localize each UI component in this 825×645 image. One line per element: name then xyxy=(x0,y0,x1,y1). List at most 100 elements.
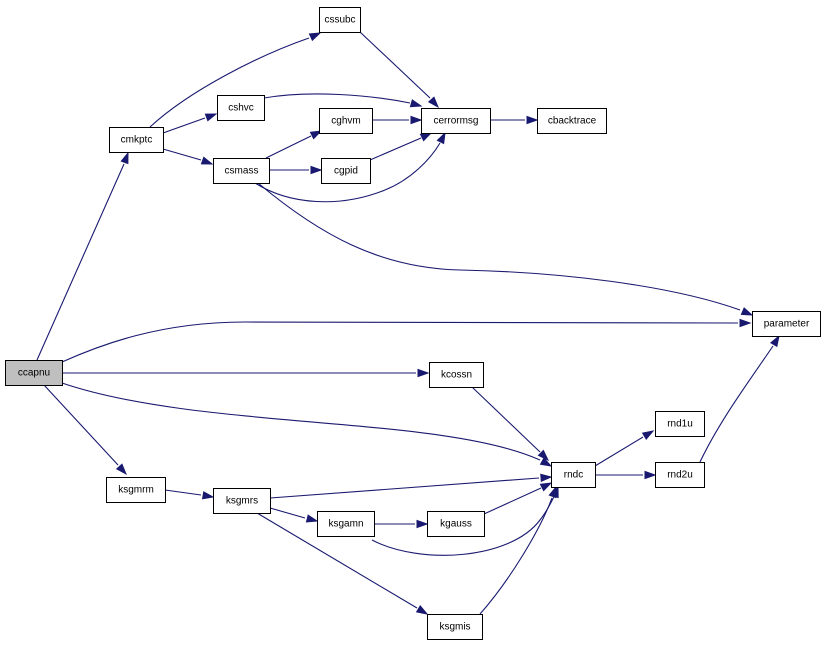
node-box[interactable] xyxy=(213,488,271,514)
node-kgauss[interactable]: kgauss xyxy=(427,511,485,537)
node-box[interactable] xyxy=(427,614,483,640)
node-box[interactable] xyxy=(317,511,375,537)
node-box[interactable] xyxy=(421,108,491,134)
node-ksgamn[interactable]: ksgamn xyxy=(317,511,375,537)
edge-line xyxy=(369,137,422,161)
node-label: rnd1u xyxy=(667,419,693,430)
edge-line xyxy=(164,489,202,496)
node-cgpid[interactable]: cgpid xyxy=(321,158,371,184)
node-label: ksgmis xyxy=(439,622,470,633)
edge-line xyxy=(269,507,306,519)
arrowhead xyxy=(417,368,430,378)
edge-cmkptc-to-csmass xyxy=(162,148,214,165)
node-ksgmrm[interactable]: ksgmrm xyxy=(106,477,166,503)
edge-cghvm-to-cerrormsg xyxy=(372,115,423,125)
edge-ksgmrs-to-ksgmis xyxy=(256,512,429,615)
node-cerrormsg[interactable]: cerrormsg xyxy=(421,108,491,134)
edge-cerrormsg-to-cbacktrace xyxy=(490,115,539,125)
edge-ksgamn-to-kgauss xyxy=(374,519,429,529)
edge-line xyxy=(254,142,441,203)
arrowhead xyxy=(120,151,129,165)
node-parameter[interactable]: parameter xyxy=(752,311,821,337)
edge-line xyxy=(43,384,119,466)
edge-ccapnu-to-kcossn xyxy=(62,368,430,378)
node-label: ksgmrm xyxy=(118,485,154,496)
node-box[interactable] xyxy=(655,462,705,488)
edge-line xyxy=(479,497,553,615)
edge-line xyxy=(162,117,206,134)
edge-kgauss-to-rndc xyxy=(483,482,553,515)
edge-line xyxy=(256,512,418,609)
node-box[interactable] xyxy=(319,7,361,33)
edge-rndc-to-rnd2u xyxy=(595,470,657,480)
node-box[interactable] xyxy=(752,311,821,337)
arrowhead xyxy=(419,132,433,142)
edge-line xyxy=(162,148,202,161)
edge-line xyxy=(594,436,644,467)
node-cbacktrace[interactable]: cbacktrace xyxy=(537,108,607,134)
node-box[interactable] xyxy=(217,95,265,121)
edge-ksgmrs-to-ksgamn xyxy=(269,507,319,523)
edge-cshvc-to-cerrormsg xyxy=(263,93,423,108)
edge-cssubc-to-cerrormsg xyxy=(359,31,440,109)
edge-cgpid-to-cerrormsg xyxy=(369,132,433,161)
node-rnd1u[interactable]: rnd1u xyxy=(655,411,705,437)
arrowhead xyxy=(115,463,128,476)
node-box[interactable] xyxy=(655,411,705,437)
node-cmkptc[interactable]: cmkptc xyxy=(109,127,164,153)
edge-csmass-to-cghvm xyxy=(265,130,323,159)
edge-line xyxy=(149,37,310,128)
node-cshvc[interactable]: cshvc xyxy=(217,95,265,121)
node-box[interactable] xyxy=(109,127,164,153)
node-box[interactable] xyxy=(537,108,607,134)
node-box[interactable] xyxy=(106,477,166,503)
edge-ccapnu-to-cmkptc xyxy=(36,151,129,361)
edges-layer xyxy=(36,31,780,615)
edge-rnd2u-to-parameter xyxy=(699,334,780,463)
node-label: kgauss xyxy=(440,519,472,530)
arrowhead xyxy=(436,131,446,145)
nodes-layer: ccapnu cmkptc cssubc cshvc cghvm cerrormsg cba… xyxy=(5,7,821,640)
edge-csmass-to-cgpid xyxy=(269,165,323,175)
node-csmass[interactable]: csmass xyxy=(213,158,270,184)
arrowhead xyxy=(540,473,553,483)
arrowhead xyxy=(310,165,323,175)
arrowhead xyxy=(416,519,429,529)
edge-line xyxy=(371,494,556,556)
arrowhead xyxy=(539,457,553,467)
node-cghvm[interactable]: cghvm xyxy=(319,108,373,134)
arrowhead xyxy=(739,318,752,328)
edge-csmass-to-parameter xyxy=(257,182,754,316)
edge-rndc-to-rnd1u xyxy=(594,430,655,467)
node-ksgmis[interactable]: ksgmis xyxy=(427,614,483,640)
node-box[interactable] xyxy=(429,362,484,388)
arrowhead xyxy=(309,130,323,140)
node-kcossn[interactable]: kcossn xyxy=(429,362,484,388)
node-label: parameter xyxy=(764,319,810,330)
node-ksgmrs[interactable]: ksgmrs xyxy=(213,488,271,514)
edge-ksgmis-to-rndc xyxy=(479,485,557,615)
node-label: ksgamn xyxy=(328,519,363,530)
node-box[interactable] xyxy=(213,158,270,184)
node-ccapnu[interactable]: ccapnu xyxy=(5,360,63,386)
node-box[interactable] xyxy=(319,108,373,134)
node-cssubc[interactable]: cssubc xyxy=(319,7,361,33)
edge-line xyxy=(263,93,411,104)
node-label: cmkptc xyxy=(121,135,153,146)
arrowhead xyxy=(415,604,429,615)
node-box[interactable] xyxy=(551,462,596,488)
edge-cmkptc-to-cshvc xyxy=(162,113,218,134)
node-box[interactable] xyxy=(5,360,63,386)
arrowhead xyxy=(644,470,657,480)
node-label: rnd2u xyxy=(667,470,693,481)
arrowhead xyxy=(201,491,215,500)
edge-line xyxy=(257,182,741,311)
node-rnd2u[interactable]: rnd2u xyxy=(655,462,705,488)
edge-line xyxy=(699,345,774,463)
arrowhead xyxy=(200,156,214,165)
node-label: csmass xyxy=(225,166,259,177)
node-rndc[interactable]: rndc xyxy=(551,462,596,488)
node-box[interactable] xyxy=(427,511,485,537)
node-box[interactable] xyxy=(321,158,371,184)
